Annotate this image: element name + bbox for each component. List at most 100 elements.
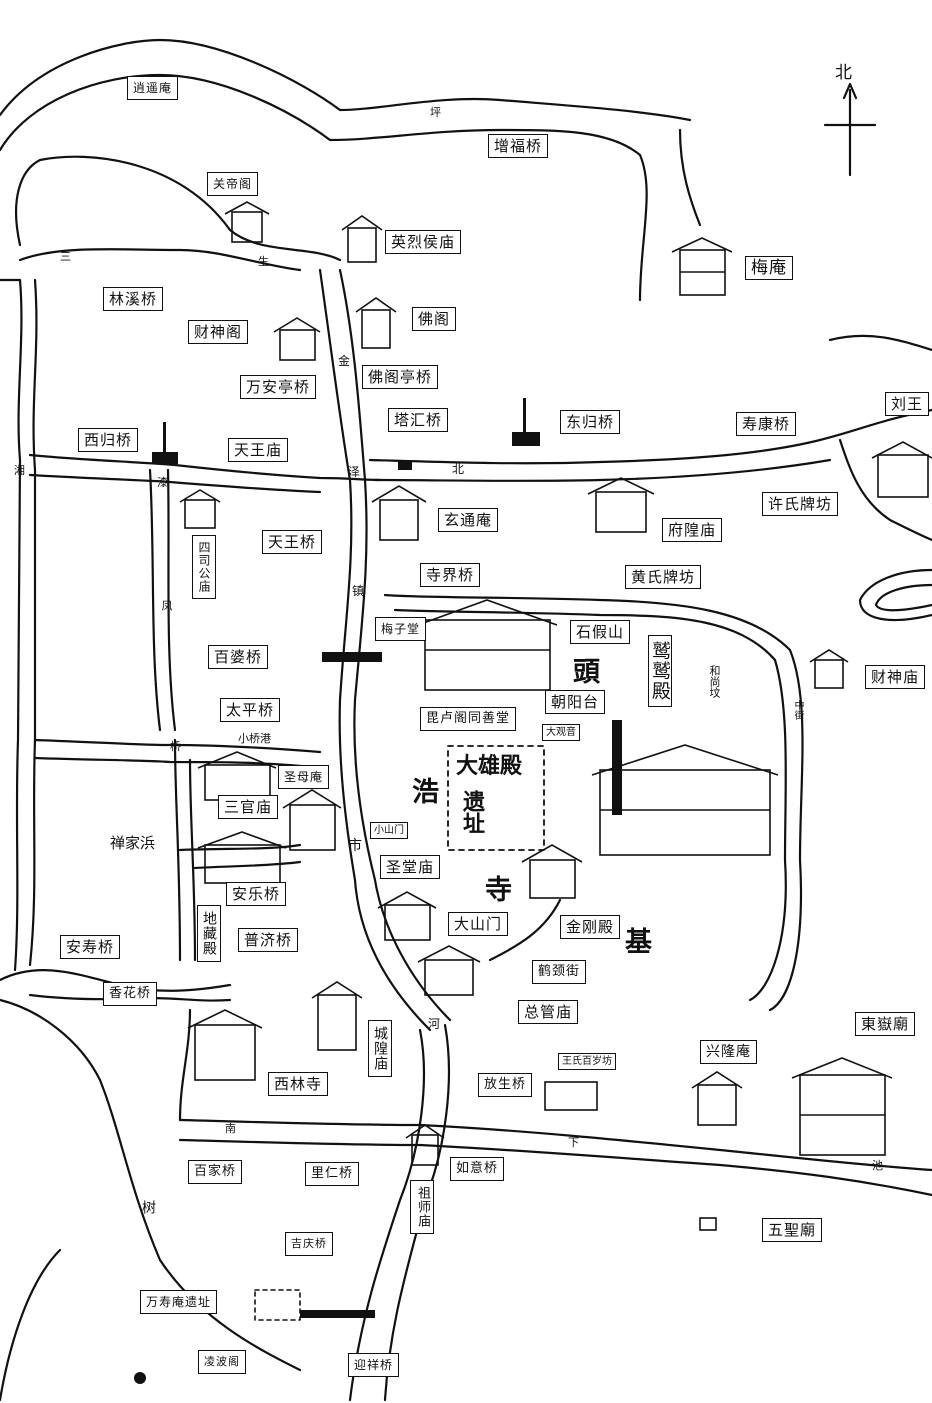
label-zongguanmiao: 总管庙 (518, 1000, 579, 1024)
label-dashanmen: 大山门 (448, 912, 509, 936)
building-glyph-sanguan (282, 789, 342, 851)
label-rujingqiao: 如意桥 (450, 1157, 505, 1181)
label-puqiqiao: 普济桥 (238, 928, 299, 952)
text-fengjia: 凤 (160, 600, 173, 611)
canal-north-outer (0, 38, 692, 122)
compass-arrow (842, 82, 858, 100)
label-anshouqiao: 安寿桥 (60, 935, 121, 959)
building-glyph-caishen (273, 317, 321, 361)
label-baipoqiao: 百婆桥 (208, 645, 269, 669)
building-glyph-guandi (224, 201, 270, 243)
canal-west-loop-c (173, 738, 182, 962)
text-river-w2: 漆 (157, 476, 168, 489)
label-liuwang: 刘王 (885, 392, 930, 416)
label-tianwangqiao: 天王桥 (262, 530, 323, 554)
label-heshang: 和尚坟 (708, 665, 721, 698)
building-glyph-jingang (521, 844, 583, 899)
text-sheng: 生 (258, 255, 269, 268)
canal-chanjia-b (193, 860, 302, 870)
bridge-donggui (512, 432, 540, 446)
text-xiaotaipu: 小桥港 (238, 732, 271, 745)
canal-west-4 (166, 468, 177, 732)
building-glyph-dashan (417, 945, 481, 996)
canal-north-ew-b (373, 458, 832, 482)
temple-enclosure-outer (383, 593, 804, 1012)
text-chanjiaobang: 禅家浜 (110, 834, 156, 852)
label-wushengmiao: 五聖廟 (762, 1218, 823, 1242)
building-glyph-caishen-e (809, 649, 849, 689)
label-zhulouge: 毘卢阁同善堂 (420, 707, 517, 731)
label-jiuzhudian: 鹫鹫殿 (648, 635, 672, 707)
building-glyph-fuhuang (587, 477, 655, 533)
canal-sw-2 (0, 998, 302, 1372)
label-fangshengqiao: 放生桥 (478, 1073, 533, 1097)
label-tianwangmiao: 天王庙 (228, 438, 289, 462)
building-glyph-shengtang (377, 891, 437, 941)
label-caishen-e: 财神庙 (865, 665, 926, 689)
canal-east-loop (828, 334, 932, 352)
label-huangshipaifang: 黄氏牌坊 (625, 565, 702, 589)
label-jingangdian: 金刚殿 (560, 915, 621, 939)
label-fugetingqiao: 佛阁亭桥 (362, 365, 439, 389)
building-glyph-liuwang (871, 441, 932, 498)
well-sw (134, 1372, 146, 1384)
label-qizhu: 大观音 (542, 724, 580, 741)
label-meizitang: 梅子堂 (375, 617, 427, 641)
canal-w-mid (33, 738, 322, 754)
text-shi: 市 (348, 838, 362, 854)
label-xinglongan: 兴隆庵 (700, 1040, 757, 1064)
building-glyph-chenghuang (311, 981, 363, 1051)
label-xushipaifang: 许氏牌坊 (762, 492, 839, 516)
label-anleqiao: 安乐桥 (226, 882, 287, 906)
building-glyph-xuan (371, 485, 427, 541)
temple-enclosure-inner (393, 608, 787, 1002)
ruins-sub: 遗址 (459, 790, 485, 834)
canal-east-small (858, 568, 932, 622)
label-xiaoshanmen: 小山门 (370, 822, 408, 839)
label-yinglieshou: 英烈侯庙 (385, 230, 462, 254)
building-glyph-meian (671, 237, 733, 296)
label-taipingqiao: 太平桥 (220, 698, 281, 722)
canal-xigui-b (28, 473, 322, 494)
canal-west-loop-d (188, 758, 197, 962)
bridge-yingxiang (300, 1310, 375, 1318)
label-shoukangqiao: 寿康桥 (736, 412, 797, 436)
label-xilinsi: 西林寺 (268, 1072, 329, 1096)
pagoda-donggui (523, 398, 526, 438)
char-si: 寺 (485, 875, 512, 906)
label-lingbodian: 凌波阁 (198, 1350, 246, 1374)
bridge-xigui (152, 452, 178, 464)
text-he: 河 (428, 1017, 441, 1031)
label-chenghuangmiao: 城隍庙 (368, 1020, 392, 1077)
canal-sw-5 (0, 1248, 62, 1402)
ruins-title: 大雄殿 (456, 753, 523, 779)
text-zhongjie: 中街 (792, 700, 803, 720)
text-jin: 金 (338, 354, 351, 368)
label-chaoyangtai: 朝阳台 (545, 690, 606, 714)
building-glyph-fuge (355, 297, 397, 349)
building-glyph-dongyue (791, 1057, 893, 1156)
building-glyph-xinglong (691, 1071, 743, 1126)
canal-central-e (338, 268, 452, 1022)
text-ze: 泽 (348, 465, 361, 479)
canal-south-ew (178, 1118, 932, 1172)
canal-west-3 (148, 468, 162, 732)
label-xiguiqiao: 西归桥 (78, 428, 139, 452)
char-ji: 基 (625, 927, 652, 958)
canal-central-w (318, 268, 432, 1032)
canal-west-loop (14, 155, 342, 262)
canal-sw-4 (178, 1008, 192, 1122)
canal-north-ew (368, 408, 932, 465)
text-ping: 坪 (430, 106, 441, 119)
canal-south-ew-b (178, 1138, 932, 1197)
canal-east-loop-b (838, 438, 932, 542)
bridge-baipo (322, 652, 382, 662)
text-bei: 北 (452, 462, 465, 476)
canal-east-small-b (874, 583, 932, 612)
label-fuhuangmiao: 府隍庙 (662, 518, 723, 542)
label-shijiashan: 石假山 (570, 620, 631, 644)
label-hejingjie: 鹤颈街 (532, 960, 587, 984)
canal-w-mid-b (33, 756, 322, 770)
canal-south-c1 (348, 1028, 426, 1402)
canal-xigui (28, 453, 382, 482)
